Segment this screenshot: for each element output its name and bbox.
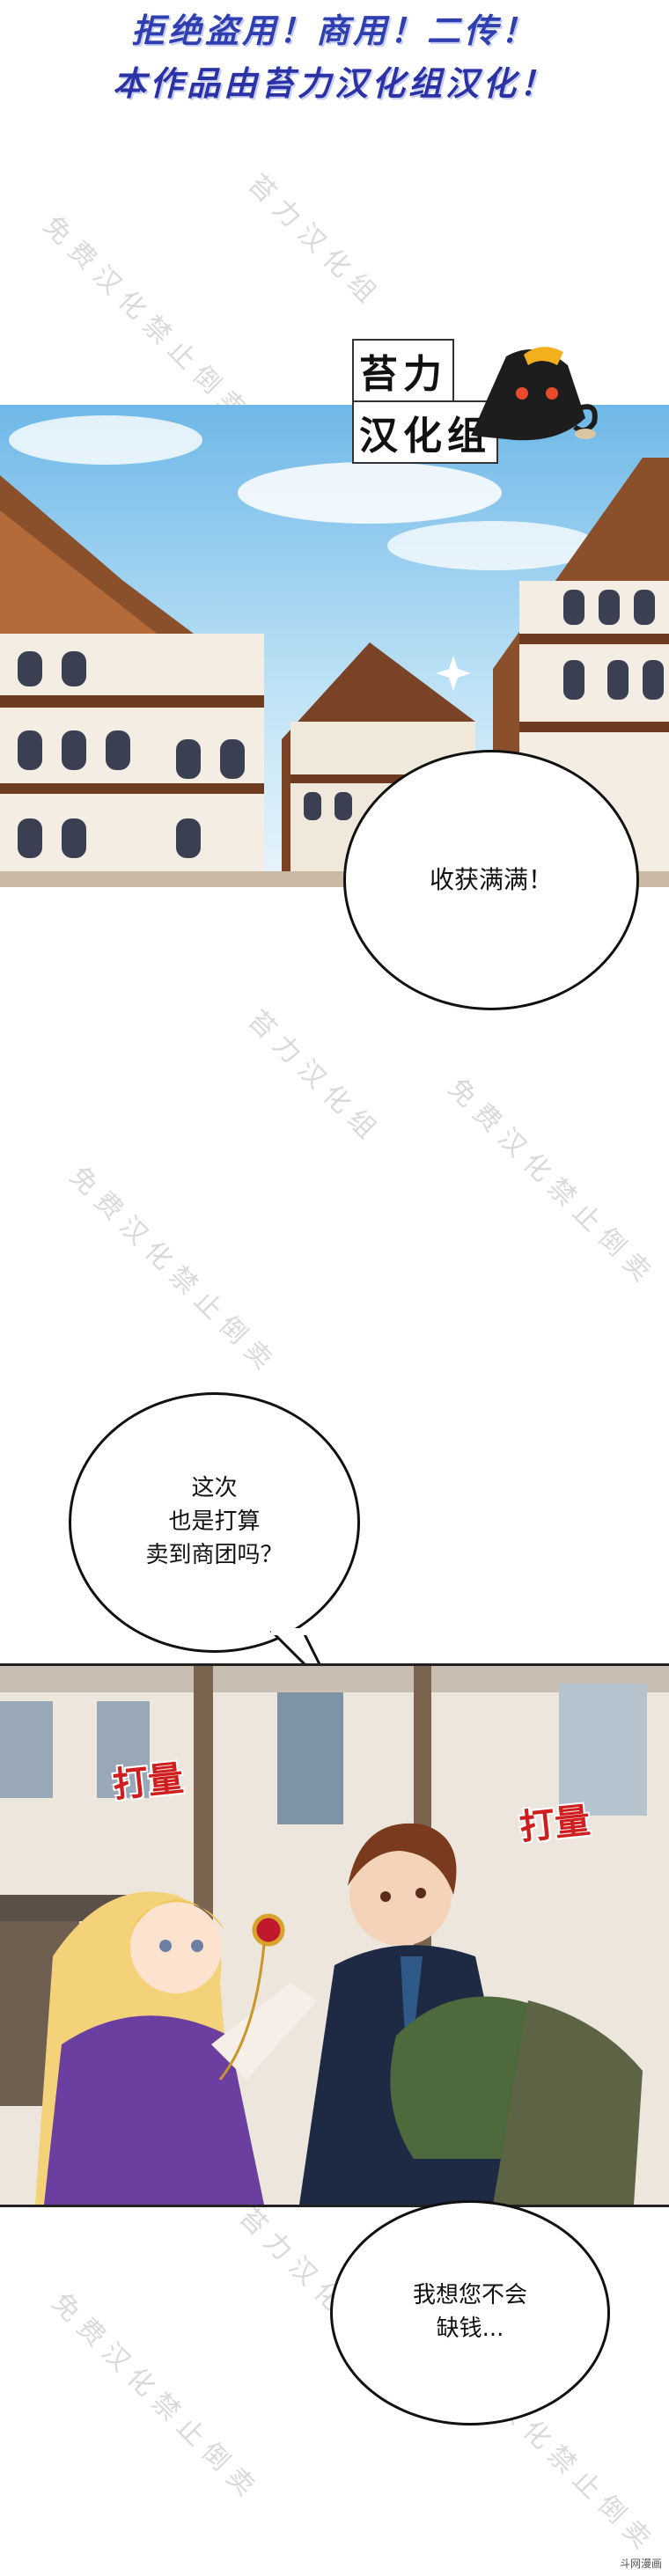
bubble-text: 收获满满！ [429,864,553,894]
group-logo: 苔力 汉化组 [352,339,607,471]
sfx-text-left: 打量 [111,1757,186,1807]
sfx-text-right: 打量 [518,1799,592,1849]
bubble-line: 也是打算 [168,1508,261,1536]
speech-bubble-2: 这次 也是打算 卖到商团吗？ [69,1392,360,1653]
cat-mascot-icon [471,347,598,441]
watermark: 免费汉化禁止倒卖 [46,2286,268,2508]
watermark: 免费汉化禁止倒卖 [37,209,259,431]
notice-line-2: 本作品由苔力汉化组汉化！ [112,63,556,103]
bubble-text: 我想您不会 缺钱... [413,2279,527,2345]
watermark: 免费汉化禁止倒卖 [442,1072,664,1294]
logo-line-1: 苔力 [352,339,454,402]
speech-bubble-3: 我想您不会 缺钱... [330,2200,610,2426]
watermark: 苔力汉化组 [241,168,388,315]
speech-bubble-1: 收获满满！ [343,750,639,1010]
logo-line-2: 汉化组 [352,400,498,464]
bubble-line: 我想您不会 [412,2282,527,2309]
bubble-text: 这次 也是打算 卖到商团吗？ [145,1472,283,1572]
watermark: 苔力汉化组 [241,1004,388,1151]
characters-illustration [0,1666,669,2205]
watermark: 免费汉化禁止倒卖 [63,1160,285,1382]
bubble-line: 缺钱... [436,2315,504,2342]
bubble-line: 卖到商团吗？ [145,1541,283,1568]
bubble-line: 这次 [191,1475,238,1502]
panel-characters-scene [0,1663,669,2207]
notice-line-1: 拒绝盗用！商用！二传！ [130,11,538,50]
site-tag: 斗网漫画 [619,2558,662,2570]
